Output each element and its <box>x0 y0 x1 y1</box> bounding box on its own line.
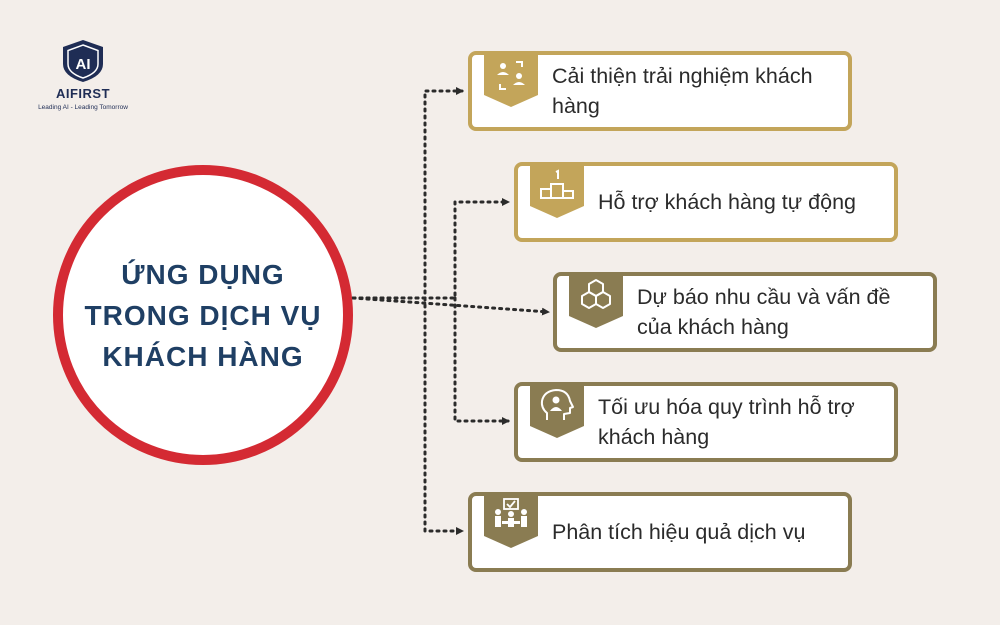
item-3-label: Dự báo nhu cầu và vấn đề của khách hàng <box>637 285 891 339</box>
item-card-2: Hỗ trợ khách hàng tự động <box>514 162 898 242</box>
connector-item-3 <box>351 296 550 316</box>
team-presentation-icon <box>484 492 538 548</box>
item-4-label: Tối ưu hóa quy trình hỗ trợ khách hàng <box>598 395 855 449</box>
head-user-icon <box>530 382 584 438</box>
connector-item-1 <box>351 87 464 300</box>
item-card-3: Dự báo nhu cầu và vấn đề của khách hàng <box>553 272 937 352</box>
item-2-badge <box>530 162 584 220</box>
brand-logo: AI AIFIRST Leading AI - Leading Tomorrow <box>28 38 138 111</box>
connector-item-4 <box>453 296 510 425</box>
item-4-badge <box>530 382 584 440</box>
item-1-badge <box>484 51 538 109</box>
podium-icon <box>530 162 584 218</box>
brand-tagline: Leading AI - Leading Tomorrow <box>38 104 128 111</box>
item-5-badge <box>484 492 538 550</box>
cubes-icon <box>569 272 623 328</box>
connector-item-2 <box>351 198 510 300</box>
item-3-badge <box>569 272 623 330</box>
user-swap-icon <box>484 51 538 107</box>
central-topic-title: ỨNG DỤNG TRONG DỊCH VỤ KHÁCH HÀNG <box>84 258 322 372</box>
logo-mark: AI <box>76 56 91 73</box>
item-2-label: Hỗ trợ khách hàng tự động <box>598 190 856 214</box>
item-1-label: Cải thiện trải nghiệm khách hàng <box>552 64 813 118</box>
central-topic-circle: ỨNG DỤNG TRONG DỊCH VỤ KHÁCH HÀNG <box>53 165 353 465</box>
item-5-label: Phân tích hiệu quả dịch vụ <box>552 520 806 544</box>
item-card-1: Cải thiện trải nghiệm khách hàng <box>468 51 852 131</box>
shield-logo-icon: AI <box>63 40 103 82</box>
connector-item-5 <box>423 296 464 535</box>
item-card-4: Tối ưu hóa quy trình hỗ trợ khách hàng <box>514 382 898 462</box>
brand-name: AIFIRST <box>55 86 111 101</box>
item-card-5: Phân tích hiệu quả dịch vụ <box>468 492 852 572</box>
